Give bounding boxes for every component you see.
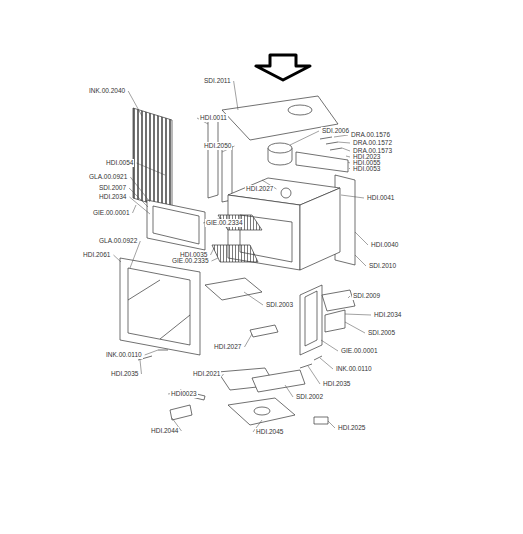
leader-line <box>136 163 165 175</box>
leader-line <box>128 91 142 116</box>
part-number: HDI.0054 <box>105 159 134 167</box>
leader-line <box>290 131 319 145</box>
leader-line <box>348 162 350 163</box>
leader-line <box>346 156 350 157</box>
leader-line <box>145 350 158 355</box>
part-number: HDI.2025 <box>337 424 366 432</box>
leader-line <box>320 358 333 369</box>
part-number: GIE.00.2335 <box>171 257 210 265</box>
leader-line <box>285 385 293 397</box>
part-number: DRA.00.1576 <box>350 131 391 139</box>
part-number: GIE.00.2334 <box>205 219 244 227</box>
part-number: SDI.2011 <box>203 77 232 85</box>
leader-line <box>342 148 350 151</box>
part-number: INK.00.2040 <box>88 87 126 95</box>
part-number: HDI.2021 <box>192 370 221 378</box>
leader-line <box>129 197 150 214</box>
part-number: HDI.0011 <box>199 114 228 122</box>
leader-line <box>345 314 371 315</box>
part-number: INK.00.0110 <box>105 351 143 359</box>
part-number: HDI.2034 <box>98 193 127 201</box>
leader-line <box>129 188 148 207</box>
leader-line <box>133 205 137 213</box>
part-number: HDI.2027 <box>213 343 242 351</box>
leader-line <box>210 248 214 255</box>
part-number: SDI.2006 <box>321 127 350 135</box>
leader-line <box>338 142 350 143</box>
leader-line <box>348 296 350 298</box>
part-number: SDI.2002 <box>295 393 324 401</box>
part-number: HDI.2044 <box>150 427 179 435</box>
part-number: DRA.00.1572 <box>352 139 393 147</box>
leader-line <box>234 81 238 110</box>
part-number: HDI.2034 <box>373 311 402 319</box>
part-number: HDI0023 <box>170 390 198 398</box>
part-number: GLA.00.0921 <box>88 173 128 181</box>
leader-line <box>334 135 348 137</box>
leader-line <box>244 334 252 347</box>
part-number: HDI.0041 <box>366 194 395 202</box>
part-number: SDI.2009 <box>352 292 381 300</box>
leader-line <box>355 255 366 266</box>
leader-line <box>244 292 263 305</box>
part-number: HDI.2050 <box>203 142 232 150</box>
leader-line <box>345 322 365 333</box>
leader-line <box>212 258 219 261</box>
leader-line <box>341 195 364 198</box>
part-number: HDI.2035 <box>110 370 139 378</box>
leader-line <box>355 232 368 245</box>
part-number: GIE.00.0001 <box>92 209 131 217</box>
leader-line <box>130 177 150 202</box>
leader-line <box>222 374 223 376</box>
part-number: GLA.00.0922 <box>98 237 138 245</box>
part-number: INK.00.0110 <box>335 365 373 373</box>
leader-line <box>328 421 335 428</box>
part-number: SDI.2005 <box>367 329 396 337</box>
part-number: SDI.2010 <box>368 262 397 270</box>
part-number: GIE.00.0001 <box>340 347 379 355</box>
part-number: HDI.2035 <box>322 380 351 388</box>
part-number: HDI.0040 <box>370 241 399 249</box>
part-number: SDI.2003 <box>265 301 294 309</box>
leader-line <box>349 168 350 169</box>
leader-line <box>140 360 141 374</box>
part-number: HDI.0053 <box>352 165 381 173</box>
part-number: HDI.2061 <box>82 251 111 259</box>
part-number: SDI.2007 <box>98 184 127 192</box>
part-number: HDI.2027 <box>245 185 274 193</box>
part-number: HDI.2045 <box>255 428 284 436</box>
leader-line <box>308 366 320 384</box>
leader-line <box>321 340 338 351</box>
leader-line <box>130 241 140 268</box>
leader-line <box>113 255 121 262</box>
